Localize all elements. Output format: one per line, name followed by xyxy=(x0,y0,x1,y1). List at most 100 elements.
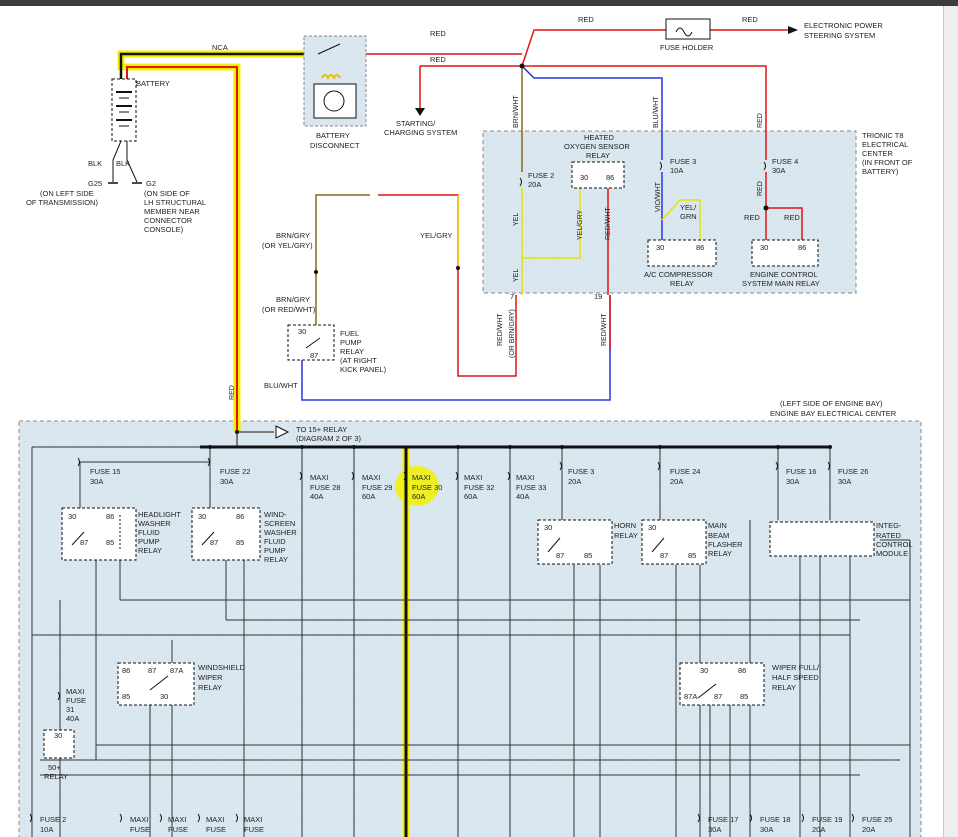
wire-label-brn-gry: BRN/GRY xyxy=(276,231,310,240)
maxi-fuse-31-label: FUSE xyxy=(66,696,86,705)
wire-label-yel: YEL xyxy=(513,213,520,226)
icm-label: INTEG- xyxy=(876,521,902,530)
wiper-full-half-speed-relay xyxy=(679,662,765,706)
ac-relay-label: A/C COMPRESSOR xyxy=(644,270,713,279)
window-top-bar xyxy=(0,0,958,6)
pin-label: 87 xyxy=(148,666,156,675)
hw-relay-label: RELAY xyxy=(138,546,162,555)
pin-label: 86 xyxy=(798,243,806,252)
engine-bay-electrical-center-panel xyxy=(18,420,922,837)
maxi-fuse-31-label: 31 xyxy=(66,705,74,714)
ws-relay-label: SCREEN xyxy=(264,519,295,528)
fuel-pump-relay-label: RELAY xyxy=(340,347,364,356)
wire-label-nca: NCA xyxy=(212,43,228,52)
heated-o2-relay-label: HEATED xyxy=(584,133,614,142)
50-plus-relay xyxy=(43,729,75,759)
pin-label: 87 xyxy=(80,538,88,547)
ground-g2-label: (ON SIDE OF xyxy=(144,189,190,198)
windshield-wiper-relay-label: WINDSHIELD xyxy=(198,663,246,672)
fuse-4-top-label: FUSE 4 xyxy=(772,157,798,166)
pin-label: 87 xyxy=(310,351,318,360)
fuel-pump-relay-label: FUEL xyxy=(340,329,359,338)
fuse-18-label: 30A xyxy=(760,825,773,834)
wire-label-red: RED xyxy=(742,15,758,24)
ground-g2-label: G2 xyxy=(146,179,156,188)
trionic-label: (IN FRONT OF xyxy=(862,158,913,167)
fuse-22-label: FUSE 22 xyxy=(220,467,250,476)
wire-label-brn-gry: BRN/GRY xyxy=(276,295,310,304)
ground-g2-label: CONSOLE) xyxy=(144,225,184,234)
fuse-17-label: FUSE 17 xyxy=(708,815,738,824)
pin-label: 85 xyxy=(106,538,114,547)
wire-label-red: RED xyxy=(784,213,800,222)
fuse-15-label: 30A xyxy=(90,477,103,486)
ws-relay-label: PUMP xyxy=(264,546,286,555)
maxi-fuse-30-label: FUSE 30 xyxy=(412,483,442,492)
icm-label: MODULE xyxy=(876,549,908,558)
maxi-fuse-30-label: MAXI xyxy=(412,473,430,482)
maxi-fuse-label: MAXI xyxy=(130,815,148,824)
maxi-fuse-label: MAXI xyxy=(244,815,262,824)
wire-label-red-wht: RED/WHT xyxy=(497,313,504,346)
pin-label: 87 xyxy=(714,692,722,701)
wire-label-or-red-wht: (OR RED/WHT) xyxy=(262,305,316,314)
pin-label: 86 xyxy=(122,666,130,675)
ecm-relay-label: SYSTEM MAIN RELAY xyxy=(742,279,820,288)
wire-label-red: RED xyxy=(744,213,760,222)
fuse-4-top-label: 30A xyxy=(772,166,785,175)
fuse-3-top-label: FUSE 3 xyxy=(670,157,696,166)
heated-o2-relay-label: OXYGEN SENSOR xyxy=(564,142,630,151)
ws-relay-label: RELAY xyxy=(264,555,288,564)
fuel-pump-relay-label: (AT RIGHT xyxy=(340,356,377,365)
pin-label: 30 xyxy=(700,666,708,675)
wire-label-yel-gry: YEL/GRY xyxy=(577,209,584,240)
ecm-relay-label: ENGINE CONTROL xyxy=(750,270,818,279)
pin-label: 87A xyxy=(170,666,183,675)
maxi-fuse-label: FUSE xyxy=(244,825,264,834)
wire-label-yel-grn: GRN xyxy=(680,212,697,221)
ground-g2-label: CONNECTOR xyxy=(144,216,193,225)
wiper-full-half-relay-label: HALF SPEED xyxy=(772,673,819,682)
wire-label-red: RED xyxy=(757,113,764,128)
vertical-scrollbar[interactable] xyxy=(943,6,958,837)
maxi-fuse-28-label: MAXI xyxy=(310,473,328,482)
maxi-fuse-label: MAXI xyxy=(168,815,186,824)
wire-label-red: RED xyxy=(430,29,446,38)
eps-label: ELECTRONIC POWER xyxy=(804,21,883,30)
fuse-25-label: FUSE 25 xyxy=(862,815,892,824)
battery-symbol xyxy=(111,78,137,142)
wire-label-red-wht: RED/WHT xyxy=(601,313,608,346)
fuel-pump-relay-label: PUMP xyxy=(340,338,362,347)
pin-label: 85 xyxy=(236,538,244,547)
maxi-fuse-33-label: 40A xyxy=(516,492,529,501)
heated-oxygen-sensor-relay xyxy=(571,161,625,189)
50-relay-label: RELAY xyxy=(44,772,68,781)
wire-label-blk: BLK xyxy=(88,159,102,168)
battery-disconnect-label: BATTERY xyxy=(316,131,350,140)
icm-label: RATED xyxy=(876,531,901,540)
engine-control-system-main-relay xyxy=(751,239,819,267)
pin-label: 30 xyxy=(160,692,168,701)
fuse-22-label: 30A xyxy=(220,477,233,486)
horn-relay xyxy=(537,519,613,565)
fuse-2-bottom-label: 10A xyxy=(40,825,53,834)
ground-g25-label: (ON LEFT SIDE xyxy=(40,189,94,198)
fuse-16-label: 30A xyxy=(786,477,799,486)
fuse-19-label: FUSE 19 xyxy=(812,815,842,824)
fuse-16-label: FUSE 16 xyxy=(786,467,816,476)
wire-label-brn-wht: BRN/WHT xyxy=(513,95,520,128)
fuse-2-top-label: FUSE 2 xyxy=(528,171,554,180)
pin-label: 87 xyxy=(556,551,564,560)
fuse-18-label: FUSE 18 xyxy=(760,815,790,824)
ground-g25-label: G25 xyxy=(88,179,102,188)
wiper-full-half-relay-label: WIPER FULL/ xyxy=(772,663,820,672)
main-beam-relay-label: MAIN xyxy=(708,521,727,530)
maxi-fuse-29-label: 60A xyxy=(362,492,375,501)
maxi-fuse-label: MAXI xyxy=(206,815,224,824)
fuse-holder xyxy=(665,18,711,40)
trionic-label: ELECTRICAL xyxy=(862,140,908,149)
engine-bay-center-label: (LEFT SIDE OF ENGINE BAY) xyxy=(780,399,883,408)
wire-label-yel-gry: YEL/GRY xyxy=(420,231,452,240)
fuse-holder-label: FUSE HOLDER xyxy=(660,43,714,52)
ws-relay-label: FLUID xyxy=(264,537,286,546)
